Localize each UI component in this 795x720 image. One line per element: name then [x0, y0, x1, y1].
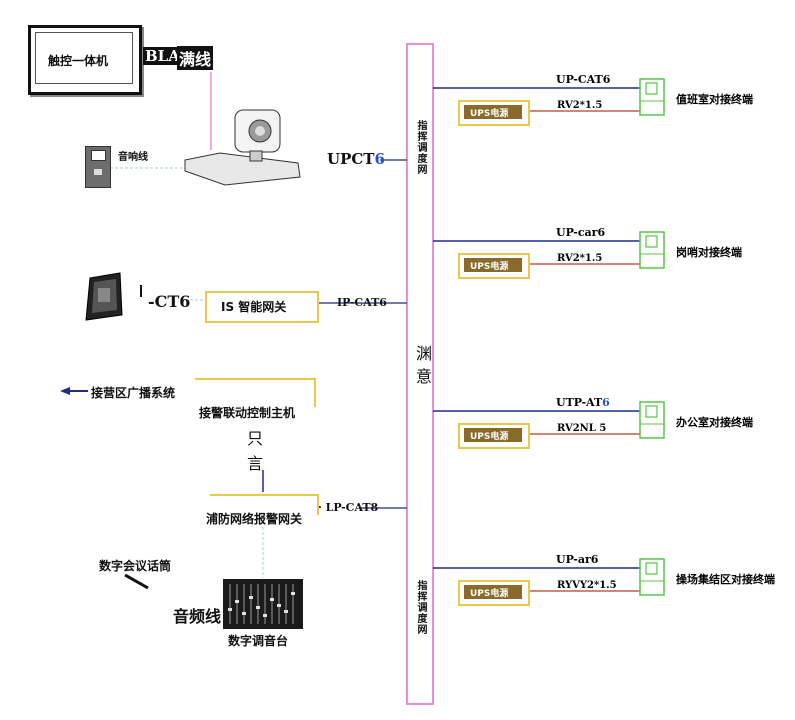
alarm-host-label: 接警联动控制主机	[199, 406, 296, 420]
backbone-label-bottom: 指挥调度网	[415, 580, 426, 635]
camera-link-label: UPCT6	[327, 150, 385, 168]
microphone-icon	[124, 573, 149, 590]
backbone-label-top: 指挥调度网	[415, 120, 426, 175]
ups-label: UPS电源	[470, 432, 509, 442]
terminal-label: 办公室对接终端	[676, 416, 753, 429]
cable-bottom-label: RV2NL 5	[557, 423, 607, 434]
fire-gateway-label: 浦防网络报警网关	[206, 512, 303, 526]
switch-prefix-label: -CT6	[148, 292, 191, 311]
cable-top-label: UTP-AT6	[556, 396, 610, 409]
ups-label: UPS电源	[470, 262, 509, 272]
cable-bottom-label: RYVY2*1.5	[557, 580, 617, 591]
cable-top-label: UP-car6	[556, 226, 606, 239]
speaker-cable-label: 音响线	[118, 152, 148, 163]
cable-bottom-label: RV2*1.5	[557, 253, 603, 264]
audio-line-label: 音频线	[173, 607, 222, 626]
char-1-label: 只	[247, 429, 264, 448]
ups-box: UPS电源	[458, 100, 530, 126]
hdmi-label-b: 满线	[177, 46, 214, 70]
terminal-icon	[640, 559, 664, 595]
terminal-label: 值班室对接终端	[676, 93, 753, 106]
gateway-link-label: IP-CAT6	[337, 296, 387, 309]
terminal-label: 岗哨对接终端	[676, 246, 742, 259]
ups-box: UPS电源	[458, 580, 530, 606]
touch-screen-label: 触控一体机	[48, 54, 109, 68]
smart-gateway-label: IS 智能网关	[221, 300, 287, 314]
camera-icon	[184, 109, 301, 186]
fire-link-label: · LP-CAT8	[318, 501, 379, 514]
ups-label: UPS电源	[470, 589, 509, 599]
hdmi-label-a: BLA	[143, 47, 182, 65]
broadcast-label: 接营区广播系统	[91, 386, 176, 400]
backbone-label-mid: 渊 意	[413, 345, 432, 386]
cable-bottom-label: RV2*1.5	[557, 100, 603, 111]
ups-label: UPS电源	[470, 109, 509, 119]
backbone-bar	[406, 43, 434, 705]
smart-gateway-box	[205, 291, 319, 323]
cable-top-label: UP-ar6	[556, 553, 599, 566]
terminal-label: 操场集结区对接终端	[676, 573, 775, 586]
speaker-icon	[85, 146, 111, 188]
mic-label: 数字会议话筒	[99, 559, 172, 573]
mixer-label: 数字调音台	[228, 634, 289, 648]
ups-box: UPS电源	[458, 423, 530, 449]
ups-box: UPS电源	[458, 253, 530, 279]
tablet-icon	[85, 272, 123, 321]
char-2-label: 言	[247, 454, 264, 473]
cable-top-label: UP-CAT6	[556, 73, 611, 86]
mixer-icon	[223, 579, 303, 629]
